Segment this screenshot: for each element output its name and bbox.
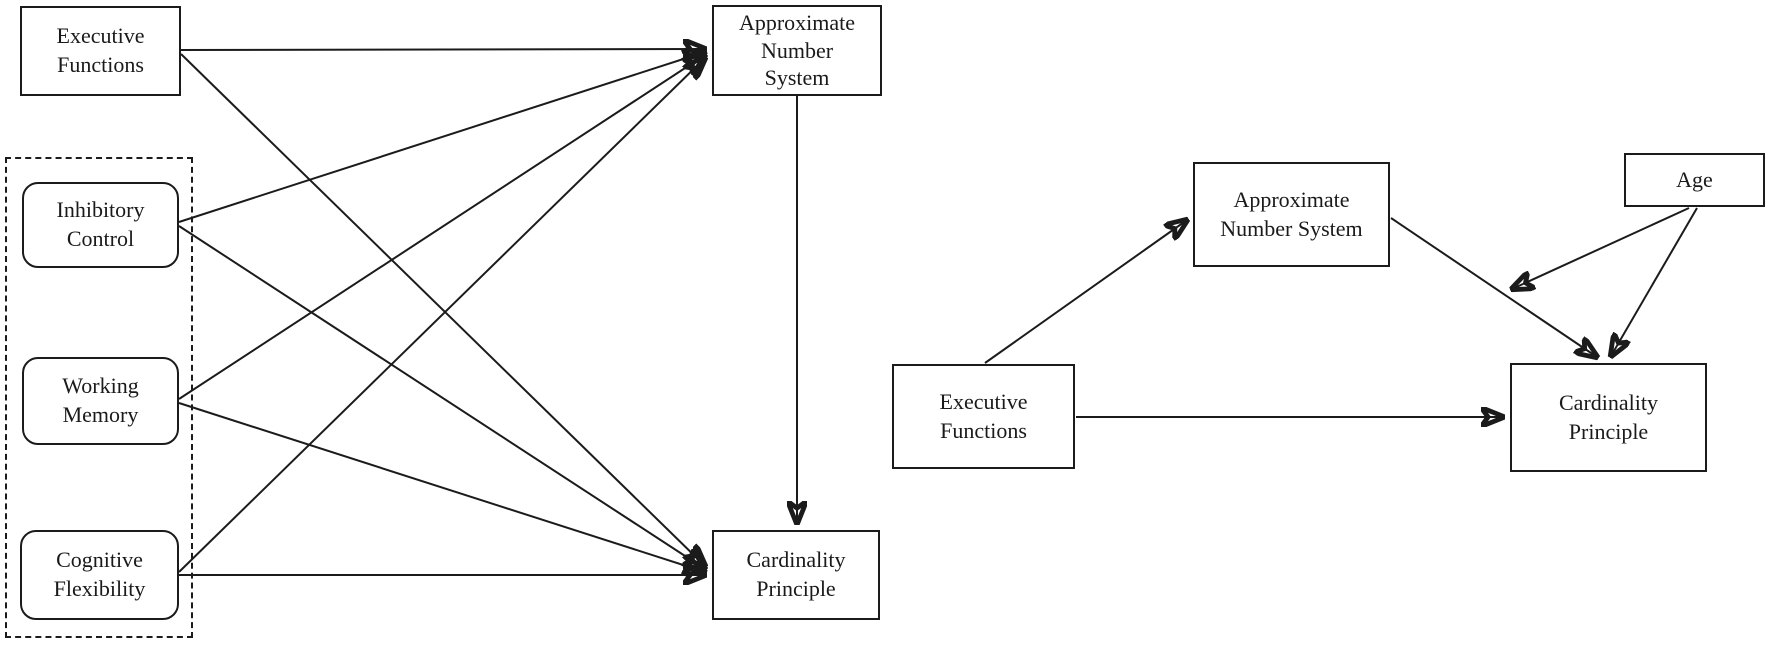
node-executive-functions-left: Executive Functions [20,6,181,96]
node-approximate-number-system-right: Approximate Number System [1193,162,1390,267]
node-cardinality-principle-right: Cardinality Principle [1510,363,1707,472]
arrow-ef-to-ans-left [180,49,705,50]
node-approximate-number-system-left: Approximate Number System [712,5,882,96]
arrow-ans-to-cp-right [1390,217,1597,357]
arrow-wm-to-cp [178,402,705,572]
node-executive-functions-right: Executive Functions [892,364,1075,469]
node-inhibitory-control: Inhibitory Control [22,182,179,268]
arrow-age-to-ans-cp-path-moderation [1512,207,1690,289]
arrow-ic-to-ans [178,52,705,223]
arrow-cf-to-ans [178,58,705,573]
arrow-ic-to-cp [178,225,705,569]
node-age: Age [1624,153,1765,207]
arrow-wm-to-ans [178,55,705,400]
arrow-ef-to-cp-left [180,53,705,566]
executive-functions-components-group [5,157,193,638]
node-cognitive-flexibility: Cognitive Flexibility [20,530,179,620]
node-working-memory: Working Memory [22,357,179,445]
arrow-ef-to-ans-right [984,220,1187,364]
node-cardinality-principle-left: Cardinality Principle [712,530,880,620]
arrow-age-to-cp [1611,207,1698,356]
